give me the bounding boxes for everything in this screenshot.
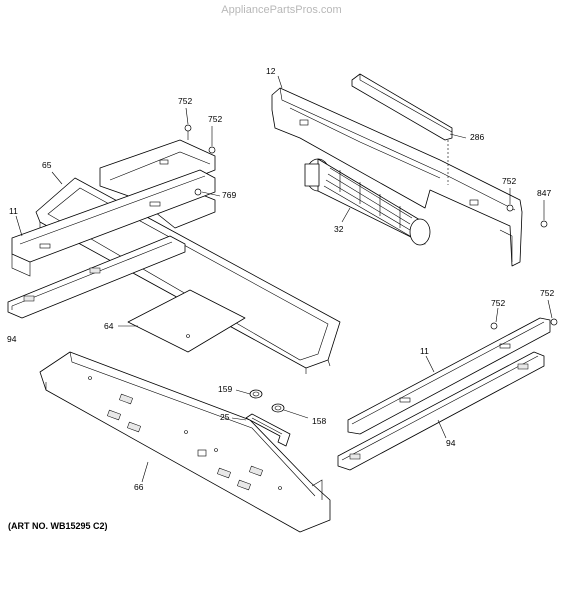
part-upper-left-bracket: [99, 139, 216, 229]
callout-32: 32: [334, 224, 344, 234]
callout-11-left: 11: [9, 206, 18, 216]
screw-752-c: [506, 204, 514, 212]
watermark-text: AppliancePartsPros.com: [221, 4, 342, 16]
callout-752-a: 752: [178, 96, 192, 106]
callout-159: 159: [218, 384, 232, 394]
callout-66: 66: [134, 482, 144, 492]
leader-lines: [11, 75, 553, 483]
part-158-thermostat: [271, 403, 285, 413]
callout-769: 769: [222, 190, 236, 200]
callout-64: 64: [104, 321, 114, 331]
part-12-bracket: [271, 87, 523, 267]
callout-25: 25: [220, 412, 230, 422]
callout-11-right: 11: [420, 346, 429, 356]
part-64-plate: [127, 289, 246, 353]
callout-752-f: 752: [491, 298, 505, 308]
callout-65: 65: [42, 160, 52, 170]
callout-752-g: 752: [540, 288, 554, 298]
part-11-right-rail: [347, 317, 551, 435]
callout-12: 12: [266, 66, 276, 76]
screw-752-g: [550, 318, 558, 326]
screw-847: [540, 220, 548, 228]
part-286-cover-strip: [351, 73, 453, 185]
part-159-thermostat: [249, 389, 263, 399]
callout-94-right: 94: [446, 438, 456, 448]
callout-752-b: 752: [208, 114, 222, 124]
callout-286: 286: [470, 132, 484, 142]
part-94-right-mount: [337, 351, 545, 471]
art-number: (ART NO. WB15295 C2): [8, 521, 108, 531]
callout-158: 158: [312, 416, 326, 426]
part-32-blower-fan: [304, 158, 431, 246]
part-94-left-mount: [7, 235, 186, 319]
screw-752-b: [208, 146, 216, 154]
screw-769: [194, 188, 202, 196]
part-11-left-rail: [11, 169, 216, 277]
screw-752-a: [184, 124, 192, 140]
part-66-base-panel: [39, 351, 331, 533]
callout-94-left: 94: [7, 334, 17, 344]
callout-847: 847: [537, 188, 551, 198]
callout-labels: 12 752 752 286 752 847 65 769 11 32 94 6…: [7, 66, 554, 492]
part-25-bracket: [245, 413, 291, 447]
callout-752-c: 752: [502, 176, 516, 186]
screw-752-f: [490, 322, 498, 330]
